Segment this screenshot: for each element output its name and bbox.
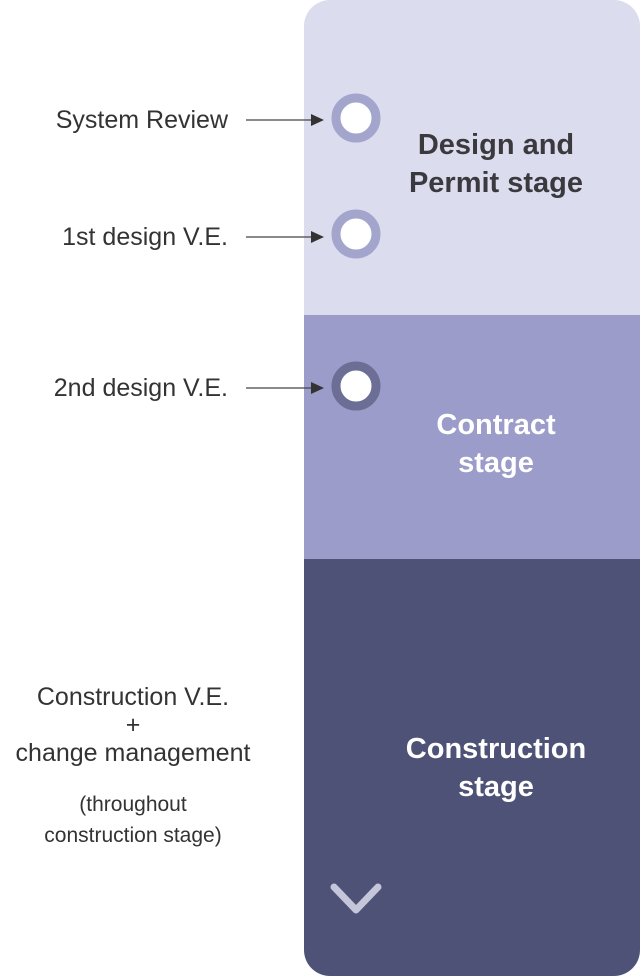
milestone-marker-2nd-design-ve [331,361,381,411]
contract-stage [304,315,640,559]
timeline-arrowhead [330,883,382,914]
design-stage-label-line2: Permit stage [408,167,584,199]
milestone-label-system-review: System Review [55,106,228,134]
construction-ve-line: Construction V.E. [36,683,230,711]
arrow-system-review [246,114,324,126]
arrow-2nd-design-ve [246,382,324,394]
construction-ve-note: Construction V.E. + change management (t… [0,683,266,851]
construction-stage-paren-line: construction stage) [44,824,222,847]
design-permit-stage [304,0,640,315]
arrow-1st-design-ve [246,231,324,243]
stage-panel [304,0,640,976]
change-management-line: change management [15,739,251,767]
contract-stage-label-line2: stage [458,447,534,479]
throughout-line: (throughout [79,793,187,816]
milestone-marker-system-review [331,93,381,143]
construction-stage-label-line1: Construction [405,733,587,765]
milestone-marker-1st-design-ve [331,209,381,259]
design-stage-label-line1: Design and [417,129,575,161]
contract-stage-label: Contract stage [386,406,606,482]
contract-stage-label-line1: Contract [436,409,556,441]
design-permit-stage-label: Design and Permit stage [386,126,606,202]
construction-stage-label-line2: stage [458,771,534,803]
milestone-label-1st-design-ve: 1st design V.E. [62,223,228,251]
milestone-label-2nd-design-ve: 2nd design V.E. [53,374,228,402]
construction-stage-label: Construction stage [386,730,606,806]
plus-sign: + [125,711,141,739]
